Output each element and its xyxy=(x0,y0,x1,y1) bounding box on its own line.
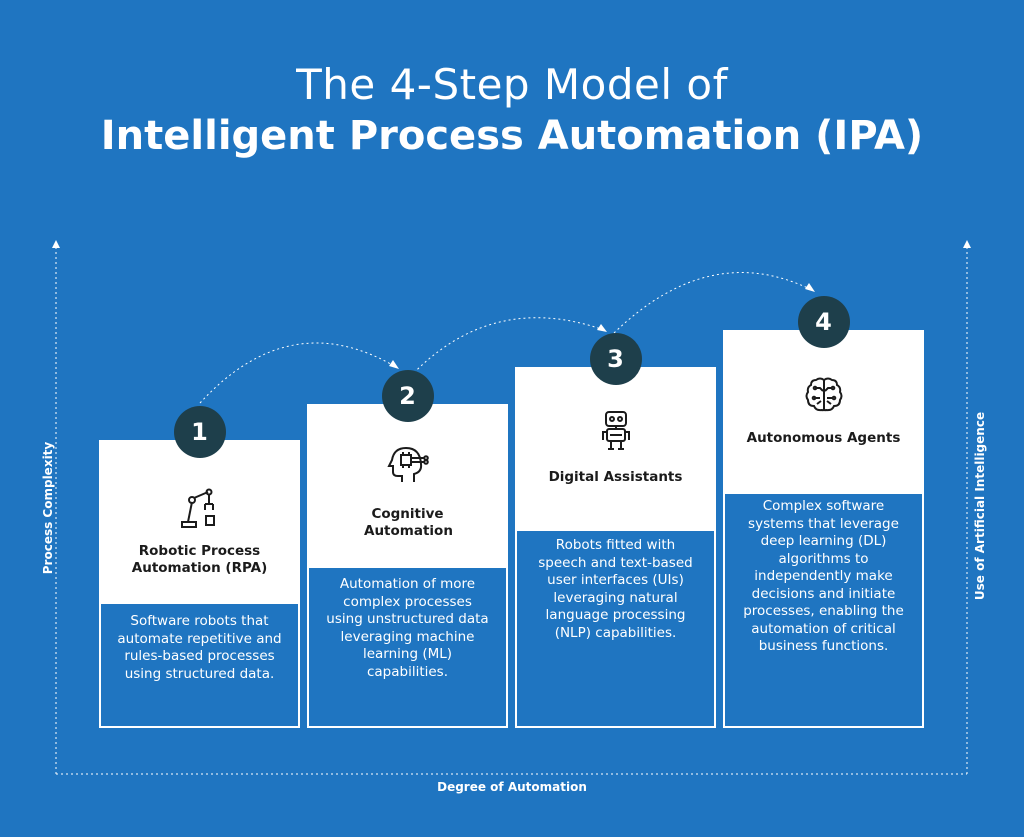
step-3-badge: 3 xyxy=(589,333,642,385)
step-3-header: 3 Digital Assistants xyxy=(517,333,714,531)
right-axis-arrowhead xyxy=(963,240,971,248)
left-axis-arrowhead xyxy=(52,240,60,248)
step-2-description: Automation of more complex processes usi… xyxy=(326,576,489,680)
title-line-1: The 4-Step Model of xyxy=(296,60,728,109)
step-4-body: Complex software systems that leverage d… xyxy=(725,494,922,656)
ai-head-icon xyxy=(386,446,429,482)
title-line-2: Intelligent Process Automation (IPA) xyxy=(100,113,924,159)
arrow-1-to-2 xyxy=(199,342,397,404)
step-2-header: 2 Cognitive Automation xyxy=(309,370,506,568)
arrowhead-4 xyxy=(805,283,815,292)
step-1-description: Software robots that automate repetitive… xyxy=(117,613,282,682)
y-axis-label-right: Use of Artificial Intelligence xyxy=(973,411,987,601)
step-card-3: 3 Digital Assistants Robots fitted with … xyxy=(515,333,716,728)
step-1-header: 1 Robotic Process Automation (RPA) xyxy=(101,406,298,604)
step-4-description: Complex software systems that leverage d… xyxy=(743,498,904,654)
brain-circuit-icon xyxy=(805,377,842,412)
step-2-title: Cognitive Automation xyxy=(364,506,453,539)
step-1-badge: 1 xyxy=(173,406,226,458)
step-card-2: 2 Cognitive Automation Automation of mor… xyxy=(307,370,508,728)
step-1-title: Robotic Process Automation (RPA) xyxy=(131,543,268,576)
step-4-badge: 4 xyxy=(797,296,850,348)
step-card-4: 4 Autonomous Agents Complex software sys… xyxy=(723,296,924,728)
arrow-3-to-4 xyxy=(613,272,813,334)
arrowhead-2 xyxy=(389,360,399,369)
y-axis-label-left: Process Complexity xyxy=(41,441,55,575)
step-3-description: Robots fitted with speech and text-based… xyxy=(538,537,693,641)
step-4-header: 4 Autonomous Agents xyxy=(725,296,922,494)
robotic-arm-icon xyxy=(180,488,215,528)
step-3-body: Robots fitted with speech and text-based… xyxy=(517,531,714,642)
step-1-body: Software robots that automate repetitive… xyxy=(101,604,298,683)
x-axis-label: Degree of Automation xyxy=(437,780,587,794)
step-3-title: Digital Assistants xyxy=(548,469,683,485)
arrowhead-3 xyxy=(597,324,607,332)
step-2-badge: 2 xyxy=(381,370,434,422)
step-4-title: Autonomous Agents xyxy=(746,430,901,446)
step-card-1: 1 Robotic Process Automation (RPA) Softw… xyxy=(99,406,300,728)
robot-icon xyxy=(601,411,630,450)
step-2-body: Automation of more complex processes usi… xyxy=(309,568,506,681)
